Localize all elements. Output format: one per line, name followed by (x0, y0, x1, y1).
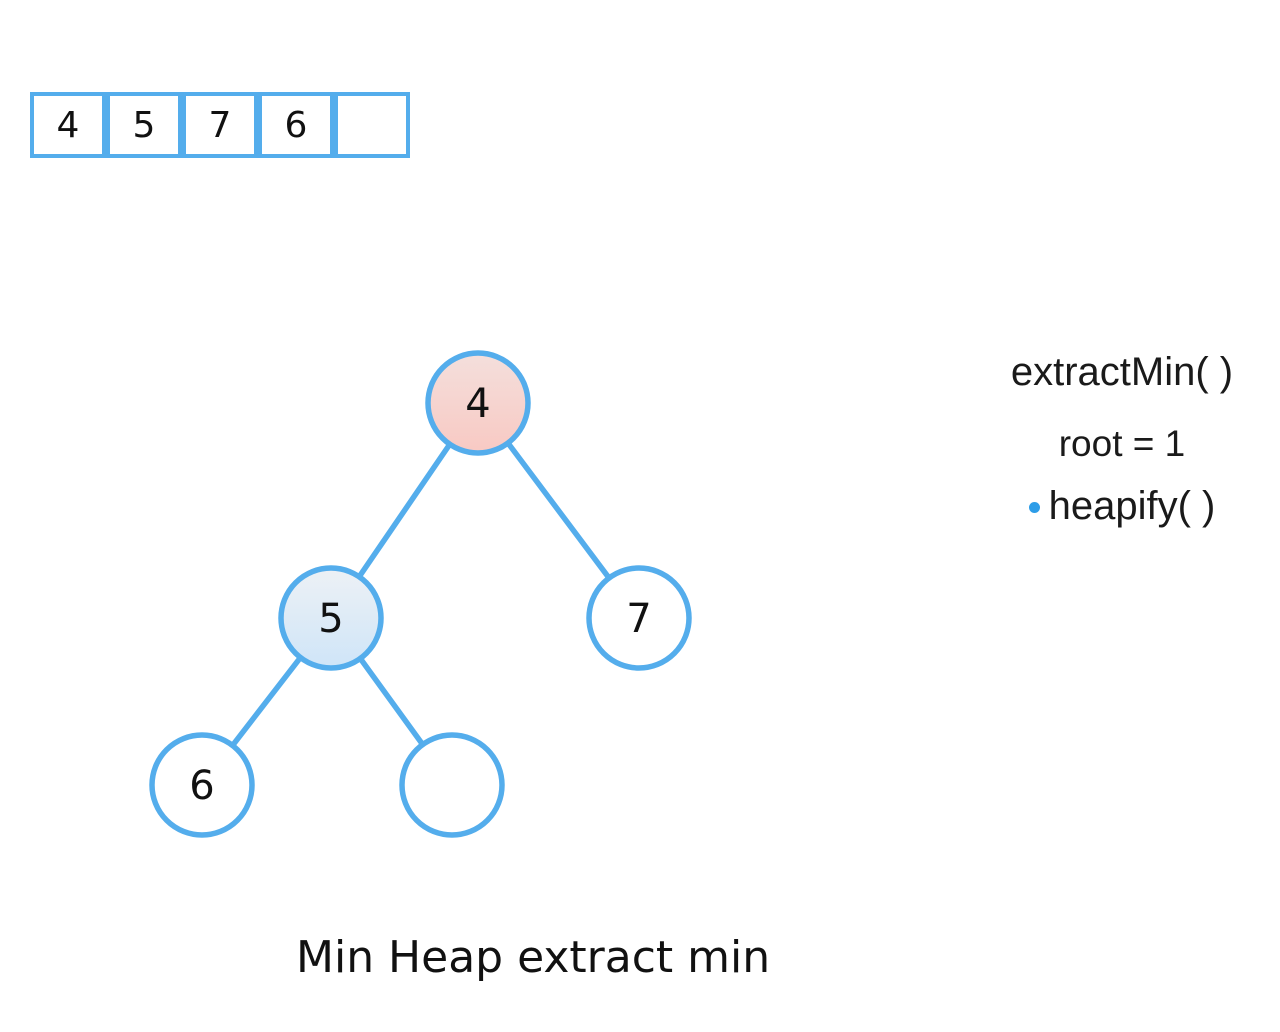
node-label-left: 5 (318, 596, 343, 642)
annotation-extract-min: extractMin( ) (1010, 350, 1234, 394)
tree-node-root (425, 350, 531, 456)
annotation-heapify-label: heapify( ) (1048, 484, 1216, 528)
annotation-root-assignment: root = 1 (1058, 423, 1186, 464)
array-cell-4 (334, 92, 410, 158)
tree-node-right (586, 565, 692, 671)
array-cell-0: 4 (30, 92, 106, 158)
node-label-root: 4 (465, 381, 490, 427)
heap-array: 4 5 7 6 (30, 92, 410, 158)
array-cell-1: 5 (106, 92, 182, 158)
tree-node-left (278, 565, 384, 671)
node-label-right: 7 (626, 596, 651, 642)
node-label-left-left: 6 (189, 763, 214, 809)
caption: Min Heap extract min (296, 932, 771, 983)
tree-node-left-right (399, 732, 505, 838)
array-cell-3: 6 (258, 92, 334, 158)
annotation-panel: extractMin( ) root = 1 heapify( ) (962, 348, 1280, 532)
array-cell-2: 7 (182, 92, 258, 158)
annotation-heapify: heapify( ) (962, 480, 1280, 532)
tree-node-left-left (149, 732, 255, 838)
bullet-dot-icon (1028, 502, 1040, 513)
